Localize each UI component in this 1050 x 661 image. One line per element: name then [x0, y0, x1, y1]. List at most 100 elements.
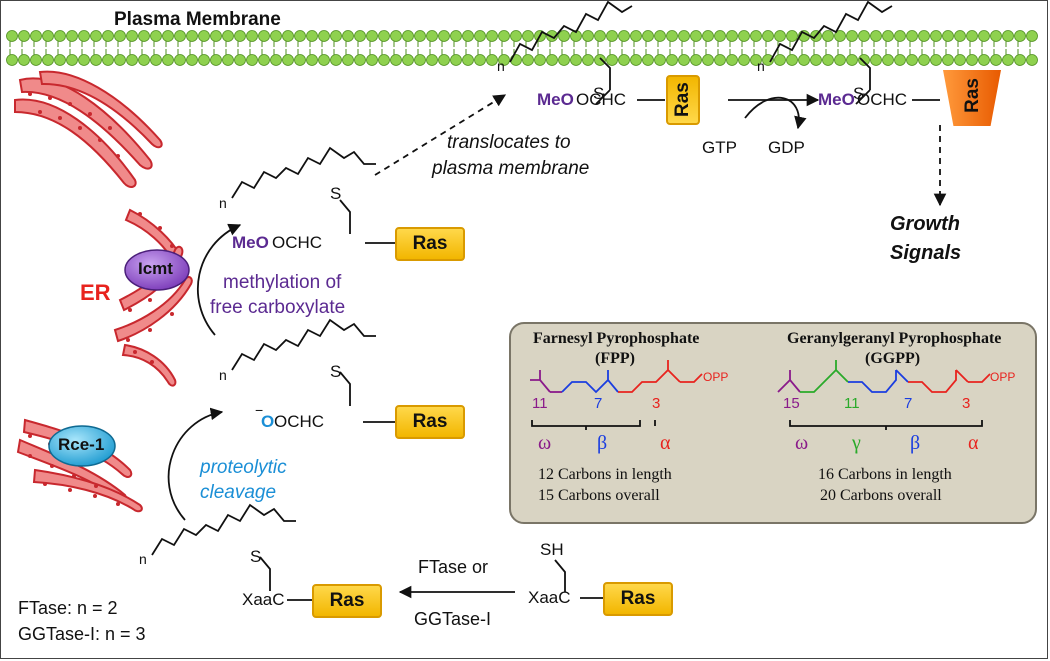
lipid-head [762, 54, 774, 66]
lipid-head [150, 30, 162, 42]
lipid-head [342, 54, 354, 66]
lipid-head [66, 54, 78, 66]
lipid-head [822, 54, 834, 66]
lipid-head [750, 54, 762, 66]
lipid-head [150, 54, 162, 66]
lipid-head [1014, 54, 1026, 66]
rce1-enzyme [48, 425, 116, 467]
lipid-head [882, 54, 894, 66]
lipid-head [678, 54, 690, 66]
ribosome-dot [108, 126, 112, 130]
lipid-head [582, 30, 594, 42]
ras-bonds [287, 99, 940, 601]
lipid-head [1002, 54, 1014, 66]
lipid-head [618, 54, 630, 66]
lipid-head [870, 30, 882, 42]
lipid-head [882, 30, 894, 42]
ggpp-alpha: α [968, 432, 979, 454]
isoprenoid-chains [151, 0, 893, 592]
lipid-head [294, 54, 306, 66]
ribosome-dot [50, 464, 54, 468]
cleaved-charge: − [255, 402, 264, 418]
lipid-head [1002, 30, 1014, 42]
ribosome-dot [126, 338, 130, 342]
lipid-head [918, 54, 930, 66]
lipid-head [774, 54, 786, 66]
ggpp-c3: 3 [962, 395, 971, 412]
ribosome-dot [148, 328, 152, 332]
lipid-head [114, 54, 126, 66]
lipid-head [198, 54, 210, 66]
lipid-head [246, 54, 258, 66]
fpp-omega: ω [538, 432, 552, 454]
lipid-head [426, 30, 438, 42]
lipid-head [558, 54, 570, 66]
lipid-head [738, 30, 750, 42]
ggpp-opp: OPP [990, 370, 1016, 384]
lipid-head [690, 30, 702, 42]
ribosome-dot [93, 494, 97, 498]
ggpp-length: 16 Carbons in length [818, 466, 952, 483]
lipid-head [438, 30, 450, 42]
ribosome-dot [94, 484, 98, 488]
lipid-head [366, 54, 378, 66]
lipid-head [798, 54, 810, 66]
lipid-head [786, 30, 798, 42]
lipid-head [570, 54, 582, 66]
methylated-chain: OCHC [272, 233, 323, 252]
methylation-arrow [196, 223, 242, 336]
lipid-head [1014, 30, 1026, 42]
ribosome-dot [98, 138, 102, 142]
lipid-head [834, 30, 846, 42]
icmt-enzyme [124, 249, 190, 291]
lipid-head [102, 54, 114, 66]
cleavage-arrow [167, 407, 224, 521]
lipid-head [510, 30, 522, 42]
proteolytic-line1: proteolytic [200, 457, 287, 478]
lipid-head [942, 54, 954, 66]
final-n: n [497, 58, 505, 74]
ggpp-omega: ω [795, 432, 809, 454]
translocate-arrow [374, 94, 507, 176]
lipid-head [450, 30, 462, 42]
ras-methylated: Ras [395, 227, 465, 261]
lipid-head [66, 30, 78, 42]
lipid-head [258, 30, 270, 42]
proteolytic-line2: cleavage [200, 482, 277, 503]
lipid-head [846, 54, 858, 66]
lipid-head [42, 30, 54, 42]
lipid-head [714, 30, 726, 42]
isoprenoid-box [509, 322, 1037, 524]
lipid-head [558, 30, 570, 42]
cleaved-n: n [219, 367, 227, 383]
lipid-head [966, 30, 978, 42]
ribosome-dot [28, 434, 32, 438]
fpp-title-line1: Farnesyl Pyrophosphate [533, 330, 700, 347]
translocate-line1: translocates to [447, 132, 571, 153]
lipid-head [402, 54, 414, 66]
er-label: ER [80, 280, 111, 305]
lipid-head [654, 30, 666, 42]
lipid-head [366, 30, 378, 42]
lipid-head [414, 54, 426, 66]
ribosome-dot [170, 312, 174, 316]
lipid-head [90, 30, 102, 42]
ggpp-title-line1: Geranylgeranyl Pyrophosphate [787, 330, 1002, 347]
lipid-head [198, 30, 210, 42]
lipid-head [246, 30, 258, 42]
lipid-head [474, 30, 486, 42]
lipid-head [354, 54, 366, 66]
final-s: S [593, 84, 605, 103]
lipid-head [138, 30, 150, 42]
fpp-structure [530, 360, 703, 430]
lipid-head [930, 30, 942, 42]
lipid-head [630, 54, 642, 66]
lipid-head [726, 30, 738, 42]
lipid-head [702, 30, 714, 42]
lipid-head [666, 30, 678, 42]
lipid-head [462, 54, 474, 66]
lipid-head [426, 54, 438, 66]
methylated-ester: MeO [232, 233, 269, 252]
lipid-head [78, 54, 90, 66]
